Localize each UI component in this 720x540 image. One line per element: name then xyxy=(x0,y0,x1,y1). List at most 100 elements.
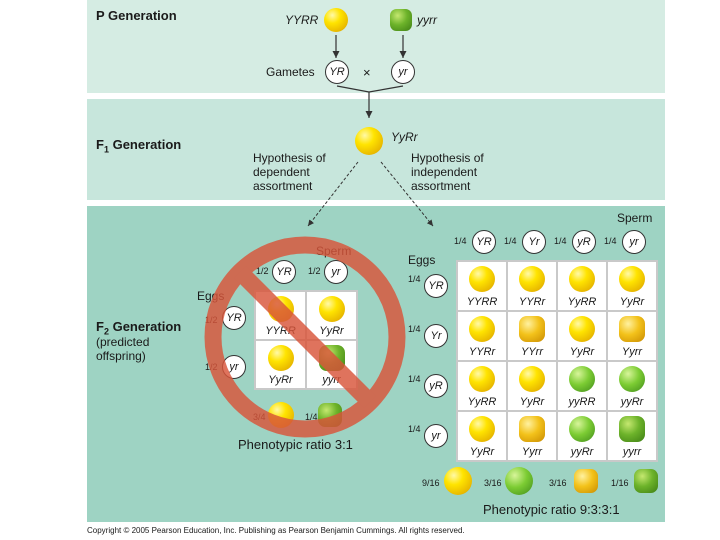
yellow-round-pea-icon xyxy=(469,266,495,292)
yellow-round-pea-icon xyxy=(519,366,545,392)
dep-ratio-frac-1: 3/4 xyxy=(253,412,266,422)
dep-sperm-gamete-1: YR xyxy=(272,260,296,284)
dep-ratio-frac-2: 1/4 xyxy=(305,412,318,422)
genotype-label: YyRR xyxy=(567,296,597,308)
ind-cell: YyRr xyxy=(608,262,656,310)
ind-ratio-frac-4: 1/16 xyxy=(611,478,629,488)
parent2-genotype: yyrr xyxy=(417,13,437,27)
ind-cell: Yyrr xyxy=(508,412,556,460)
yellow-round-pea-icon xyxy=(619,266,645,292)
dep-egg-gamete-2: yr xyxy=(222,355,246,379)
parent1-genotype: YYRR xyxy=(285,13,319,27)
ind-egg-gamete: YR xyxy=(424,274,448,298)
dep-sperm-label: Sperm xyxy=(316,244,352,258)
dep-sperm-frac-1: 1/2 xyxy=(256,266,269,276)
ind-sperm-gamete: yR xyxy=(572,230,596,254)
ind-sperm-frac: 1/4 xyxy=(554,236,567,246)
genotype-label: YYRR xyxy=(466,296,498,308)
dep-phenotypic-ratio: Phenotypic ratio 3:1 xyxy=(238,437,353,452)
genotype-label: YYRr xyxy=(468,346,496,358)
green-round-pea-icon xyxy=(569,366,595,392)
p-generation-title: P Generation xyxy=(96,8,177,23)
copyright-notice: Copyright © 2005 Pearson Education, Inc.… xyxy=(87,526,465,535)
genotype-label: YyRr xyxy=(619,296,645,308)
yellow-round-pea-icon xyxy=(469,316,495,342)
ind-egg-gamete: Yr xyxy=(424,324,448,348)
ind-cell: yyRr xyxy=(608,362,656,410)
green-wrinkled-pea-icon xyxy=(318,345,345,371)
ind-ratio-frac-3: 3/16 xyxy=(549,478,567,488)
p-generation-band xyxy=(87,0,665,93)
ind-cell: YYrr xyxy=(508,312,556,360)
yellow-round-pea-icon xyxy=(569,316,595,342)
f2-generation-title: F2 Generation xyxy=(96,319,182,337)
genotype-label: yyRr xyxy=(620,396,644,408)
ind-sperm-frac: 1/4 xyxy=(604,236,617,246)
genotype-label: Yyrr xyxy=(621,346,643,358)
gametes-label: Gametes xyxy=(266,65,315,79)
gamete-yr-small: yr xyxy=(391,60,415,84)
green-round-pea-icon xyxy=(569,416,595,442)
ind-cell: YyRR xyxy=(458,362,506,410)
yellow-wrinkled-pea-icon xyxy=(519,316,545,342)
ind-cell: yyRr xyxy=(558,412,606,460)
ind-egg-frac: 1/4 xyxy=(408,424,421,434)
genotype-label: yyrr xyxy=(622,446,642,458)
ind-ratio-yellow-wrinkled-pea-icon xyxy=(574,469,598,493)
dep-ratio-yellow-pea-icon xyxy=(268,402,294,428)
genotype-label: YYRR xyxy=(265,325,296,337)
ind-sperm-label: Sperm xyxy=(617,211,653,225)
ind-cell: YyRR xyxy=(558,262,606,310)
yellow-round-pea-icon xyxy=(569,266,595,292)
ind-cell: yyrr xyxy=(608,412,656,460)
ind-egg-frac: 1/4 xyxy=(408,274,421,284)
ind-phenotypic-ratio: Phenotypic ratio 9:3:3:1 xyxy=(483,502,620,517)
ind-cell: YyRr xyxy=(508,362,556,410)
dep-eggs-label: Eggs xyxy=(197,289,225,303)
ind-ratio-frac-1: 9/16 xyxy=(422,478,440,488)
yellow-round-pea-icon xyxy=(324,8,348,32)
yellow-wrinkled-pea-icon xyxy=(619,316,645,342)
genotype-label: YYRr xyxy=(518,296,546,308)
cross-symbol: × xyxy=(363,65,371,80)
ind-egg-gamete: yr xyxy=(424,424,448,448)
dep-sperm-frac-2: 1/2 xyxy=(308,266,321,276)
ind-cell: YyRr xyxy=(458,412,506,460)
green-wrinkled-pea-icon xyxy=(390,9,412,31)
yellow-wrinkled-pea-icon xyxy=(519,416,545,442)
ind-sperm-gamete: yr xyxy=(622,230,646,254)
genotype-label: YyRr xyxy=(569,346,595,358)
yellow-round-pea-icon xyxy=(267,296,294,322)
yellow-round-pea-icon xyxy=(519,266,545,292)
yellow-round-pea-icon xyxy=(469,416,495,442)
genotype-label: YyRr xyxy=(319,325,344,337)
ind-cell: YYRR xyxy=(458,262,506,310)
gamete-yr-big: YR xyxy=(325,60,349,84)
ind-ratio-green-wrinkled-pea-icon xyxy=(634,469,658,493)
dep-egg-gamete-1: YR xyxy=(222,306,246,330)
ind-egg-frac: 1/4 xyxy=(408,374,421,384)
dep-sperm-gamete-2: yr xyxy=(324,260,348,284)
ind-egg-frac: 1/4 xyxy=(408,324,421,334)
dep-egg-frac-2: 1/2 xyxy=(205,362,218,372)
f1-pea-icon xyxy=(355,127,383,155)
dep-egg-frac-1: 1/2 xyxy=(205,315,218,325)
ind-cell: YyRr xyxy=(558,312,606,360)
f1-generation-title: F1 Generation xyxy=(96,137,182,155)
ind-cell: YYRr xyxy=(508,262,556,310)
dep-cell: yyrr xyxy=(307,341,356,388)
genotype-label: YyRr xyxy=(469,446,495,458)
genotype-label: YyRR xyxy=(467,396,497,408)
dep-cell: YyRr xyxy=(256,341,305,388)
ind-ratio-yellow-round-pea-icon xyxy=(444,467,472,495)
genotype-label: yyRR xyxy=(568,396,596,408)
genotype-label: yyrr xyxy=(322,374,341,386)
dep-cell: YyRr xyxy=(307,292,356,339)
ind-sperm-gamete: YR xyxy=(472,230,496,254)
ind-ratio-frac-2: 3/16 xyxy=(484,478,502,488)
